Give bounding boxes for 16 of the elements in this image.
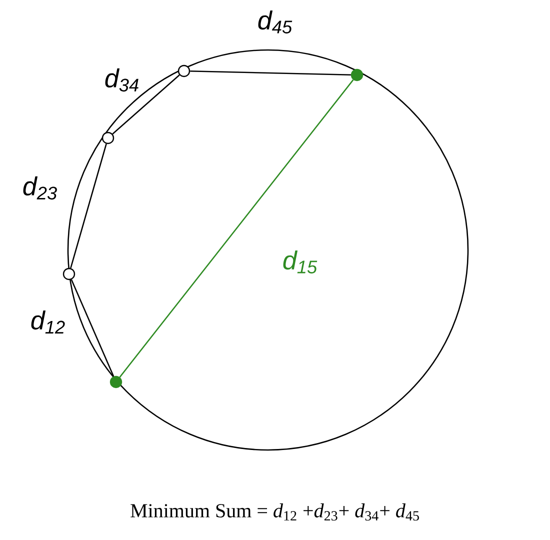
chord-line <box>190 70 351 76</box>
chord-line <box>112 74 180 134</box>
edge-label: d$_{12}$ <box>31 310 65 334</box>
edge-label: d$_{23}$ <box>23 176 57 200</box>
point-marker <box>110 376 122 388</box>
point-marker <box>178 64 190 78</box>
point-marker <box>102 132 114 144</box>
chord-line <box>119 79 354 378</box>
chord-line <box>70 279 114 377</box>
chord-line <box>70 144 107 268</box>
edge-label: d$_{34}$ <box>105 68 138 92</box>
formula-text: Minimum Sum = d$_{12}$ +d$_{23}$+ d$_{34}$+ d$_{45}$ <box>130 503 419 521</box>
edge-label: d$_{15}$ <box>283 250 318 274</box>
point-marker <box>62 268 76 280</box>
point-marker <box>350 68 364 82</box>
edge-label: d$_{45}$ <box>258 10 292 34</box>
